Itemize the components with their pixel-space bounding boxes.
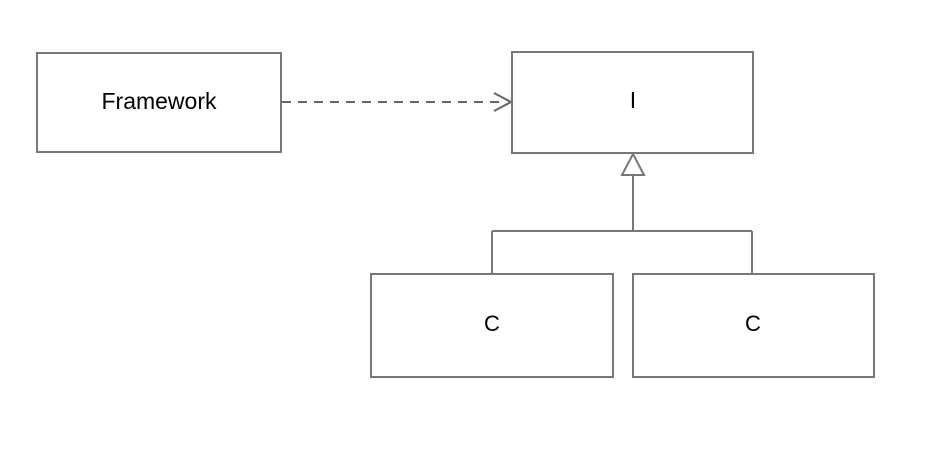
- node-class-right[interactable]: C: [632, 273, 875, 378]
- interface-label: I: [630, 87, 636, 113]
- edge-classes-to-interface: [491, 151, 753, 275]
- interface-box[interactable]: [511, 51, 754, 154]
- framework-label: Framework: [101, 88, 217, 114]
- class-right-label: C: [745, 311, 761, 336]
- node-interface[interactable]: I: [511, 51, 754, 154]
- inheritance-hollow-triangle-icon: [620, 151, 646, 176]
- class-left-label: C: [484, 311, 500, 336]
- framework-box[interactable]: [36, 52, 282, 153]
- class-right-box[interactable]: [632, 273, 875, 378]
- edge-framework-to-interface: [282, 92, 514, 112]
- node-framework[interactable]: Framework: [36, 52, 282, 153]
- class-left-box[interactable]: [370, 273, 614, 378]
- node-class-left[interactable]: C: [370, 273, 614, 378]
